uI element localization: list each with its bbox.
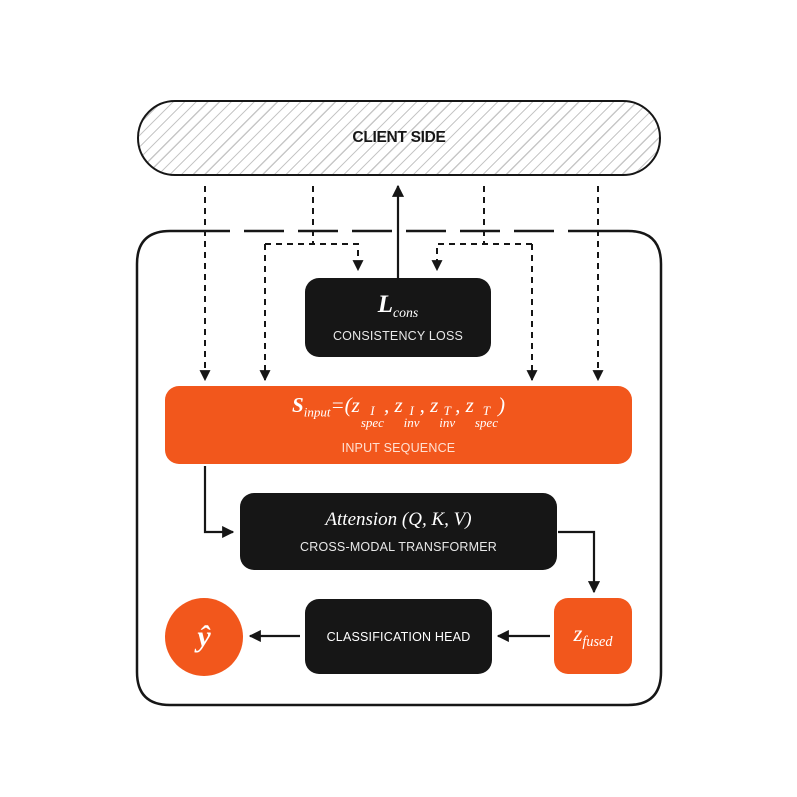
classification-head-block: CLASSIFICATION HEAD <box>305 599 492 674</box>
client-side-label: CLIENT SIDE <box>352 129 446 146</box>
arrow-to-consistency-right <box>431 243 532 272</box>
arrow-input-to-attention <box>203 466 235 539</box>
cross-modal-transformer-caption: CROSS-MODAL TRANSFORMER <box>300 539 497 554</box>
classification-head-label: CLASSIFICATION HEAD <box>326 629 471 644</box>
input-sequence-caption: INPUT SEQUENCE <box>341 440 456 455</box>
client-side-block: CLIENT SIDE <box>137 100 661 176</box>
fused-feature-symbol: zfused <box>573 621 613 651</box>
consistency-loss-block: Lcons CONSISTENCY LOSS <box>305 278 491 357</box>
prediction-output: ŷ <box>165 598 243 676</box>
attention-formula: Attension (Q, K, V) <box>325 508 472 530</box>
consistency-loss-caption: CONSISTENCY LOSS <box>332 329 464 344</box>
server-frame <box>135 229 663 707</box>
arrow-attention-to-fused <box>558 530 601 594</box>
dashed-branches <box>259 186 538 382</box>
arrow-to-consistency-left <box>265 243 364 272</box>
cross-modal-transformer-block: Attension (Q, K, V) CROSS-MODAL TRANSFOR… <box>240 493 557 570</box>
consistency-loss-symbol: Lcons <box>377 290 419 320</box>
solid-arrows <box>203 184 601 643</box>
fused-feature-block: zfused <box>554 598 632 674</box>
prediction-symbol: ŷ <box>197 620 211 653</box>
